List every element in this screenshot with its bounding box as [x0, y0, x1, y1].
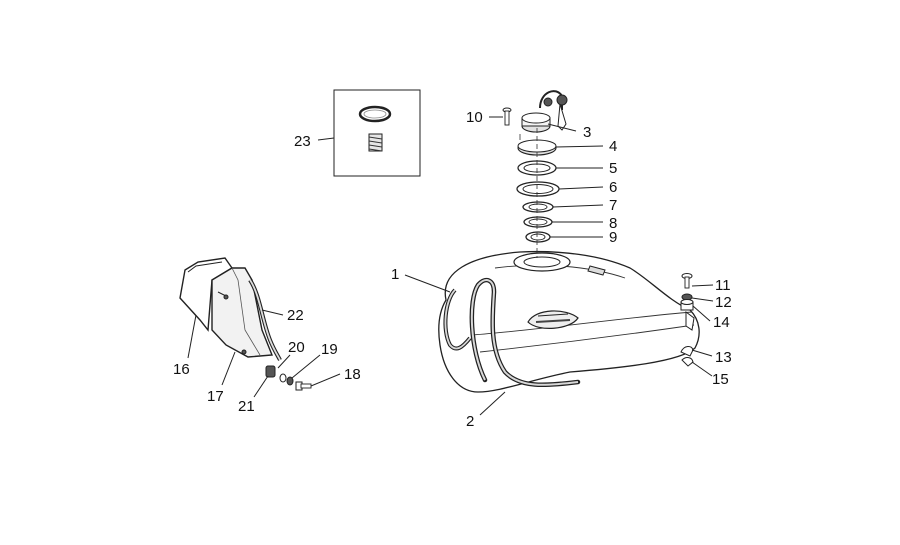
- label-5: 5: [609, 160, 617, 177]
- label-12: 12: [715, 294, 732, 311]
- label-10: 10: [466, 109, 483, 126]
- screw-10-icon: [502, 107, 512, 126]
- flange-6: [516, 181, 560, 197]
- label-14: 14: [713, 314, 730, 331]
- inset-box: [333, 89, 421, 177]
- label-21: 21: [238, 398, 255, 415]
- label-9: 9: [609, 229, 617, 246]
- ring-8: [523, 216, 553, 228]
- spacer-14-icon: [680, 299, 694, 311]
- label-8: 8: [609, 215, 617, 232]
- label-16: 16: [173, 361, 190, 378]
- ring-9: [525, 231, 551, 243]
- label-23: 23: [294, 133, 311, 150]
- fuel-tank-icon: [438, 250, 700, 393]
- label-19: 19: [321, 341, 338, 358]
- label-6: 6: [609, 179, 617, 196]
- label-17: 17: [207, 388, 224, 405]
- label-2: 2: [466, 413, 474, 430]
- edge-trim-icon: [443, 277, 581, 387]
- bolt-11-icon: [681, 273, 693, 289]
- moto-guzzi-badge: [527, 310, 579, 329]
- label-18: 18: [344, 366, 361, 383]
- side-cover-icon: [179, 257, 282, 361]
- label-15: 15: [712, 371, 729, 388]
- grommet-21-icon: [265, 365, 276, 378]
- o-ring-icon: [358, 105, 392, 123]
- gasket-7: [522, 201, 554, 213]
- label-4: 4: [609, 138, 617, 155]
- washer-20-icon: [279, 373, 287, 383]
- label-11: 11: [715, 277, 731, 294]
- label-22: 22: [287, 307, 304, 324]
- fuel-cap-icon: [521, 90, 568, 133]
- washer-19-icon: [286, 376, 294, 386]
- label-20: 20: [288, 339, 305, 356]
- label-1: 1: [391, 266, 399, 283]
- label-13: 13: [715, 349, 732, 366]
- label-3: 3: [583, 124, 591, 141]
- spring-icon: [368, 133, 383, 152]
- bolt-18-icon: [295, 381, 312, 391]
- clip-15-icon: [681, 357, 694, 367]
- label-7: 7: [609, 197, 617, 214]
